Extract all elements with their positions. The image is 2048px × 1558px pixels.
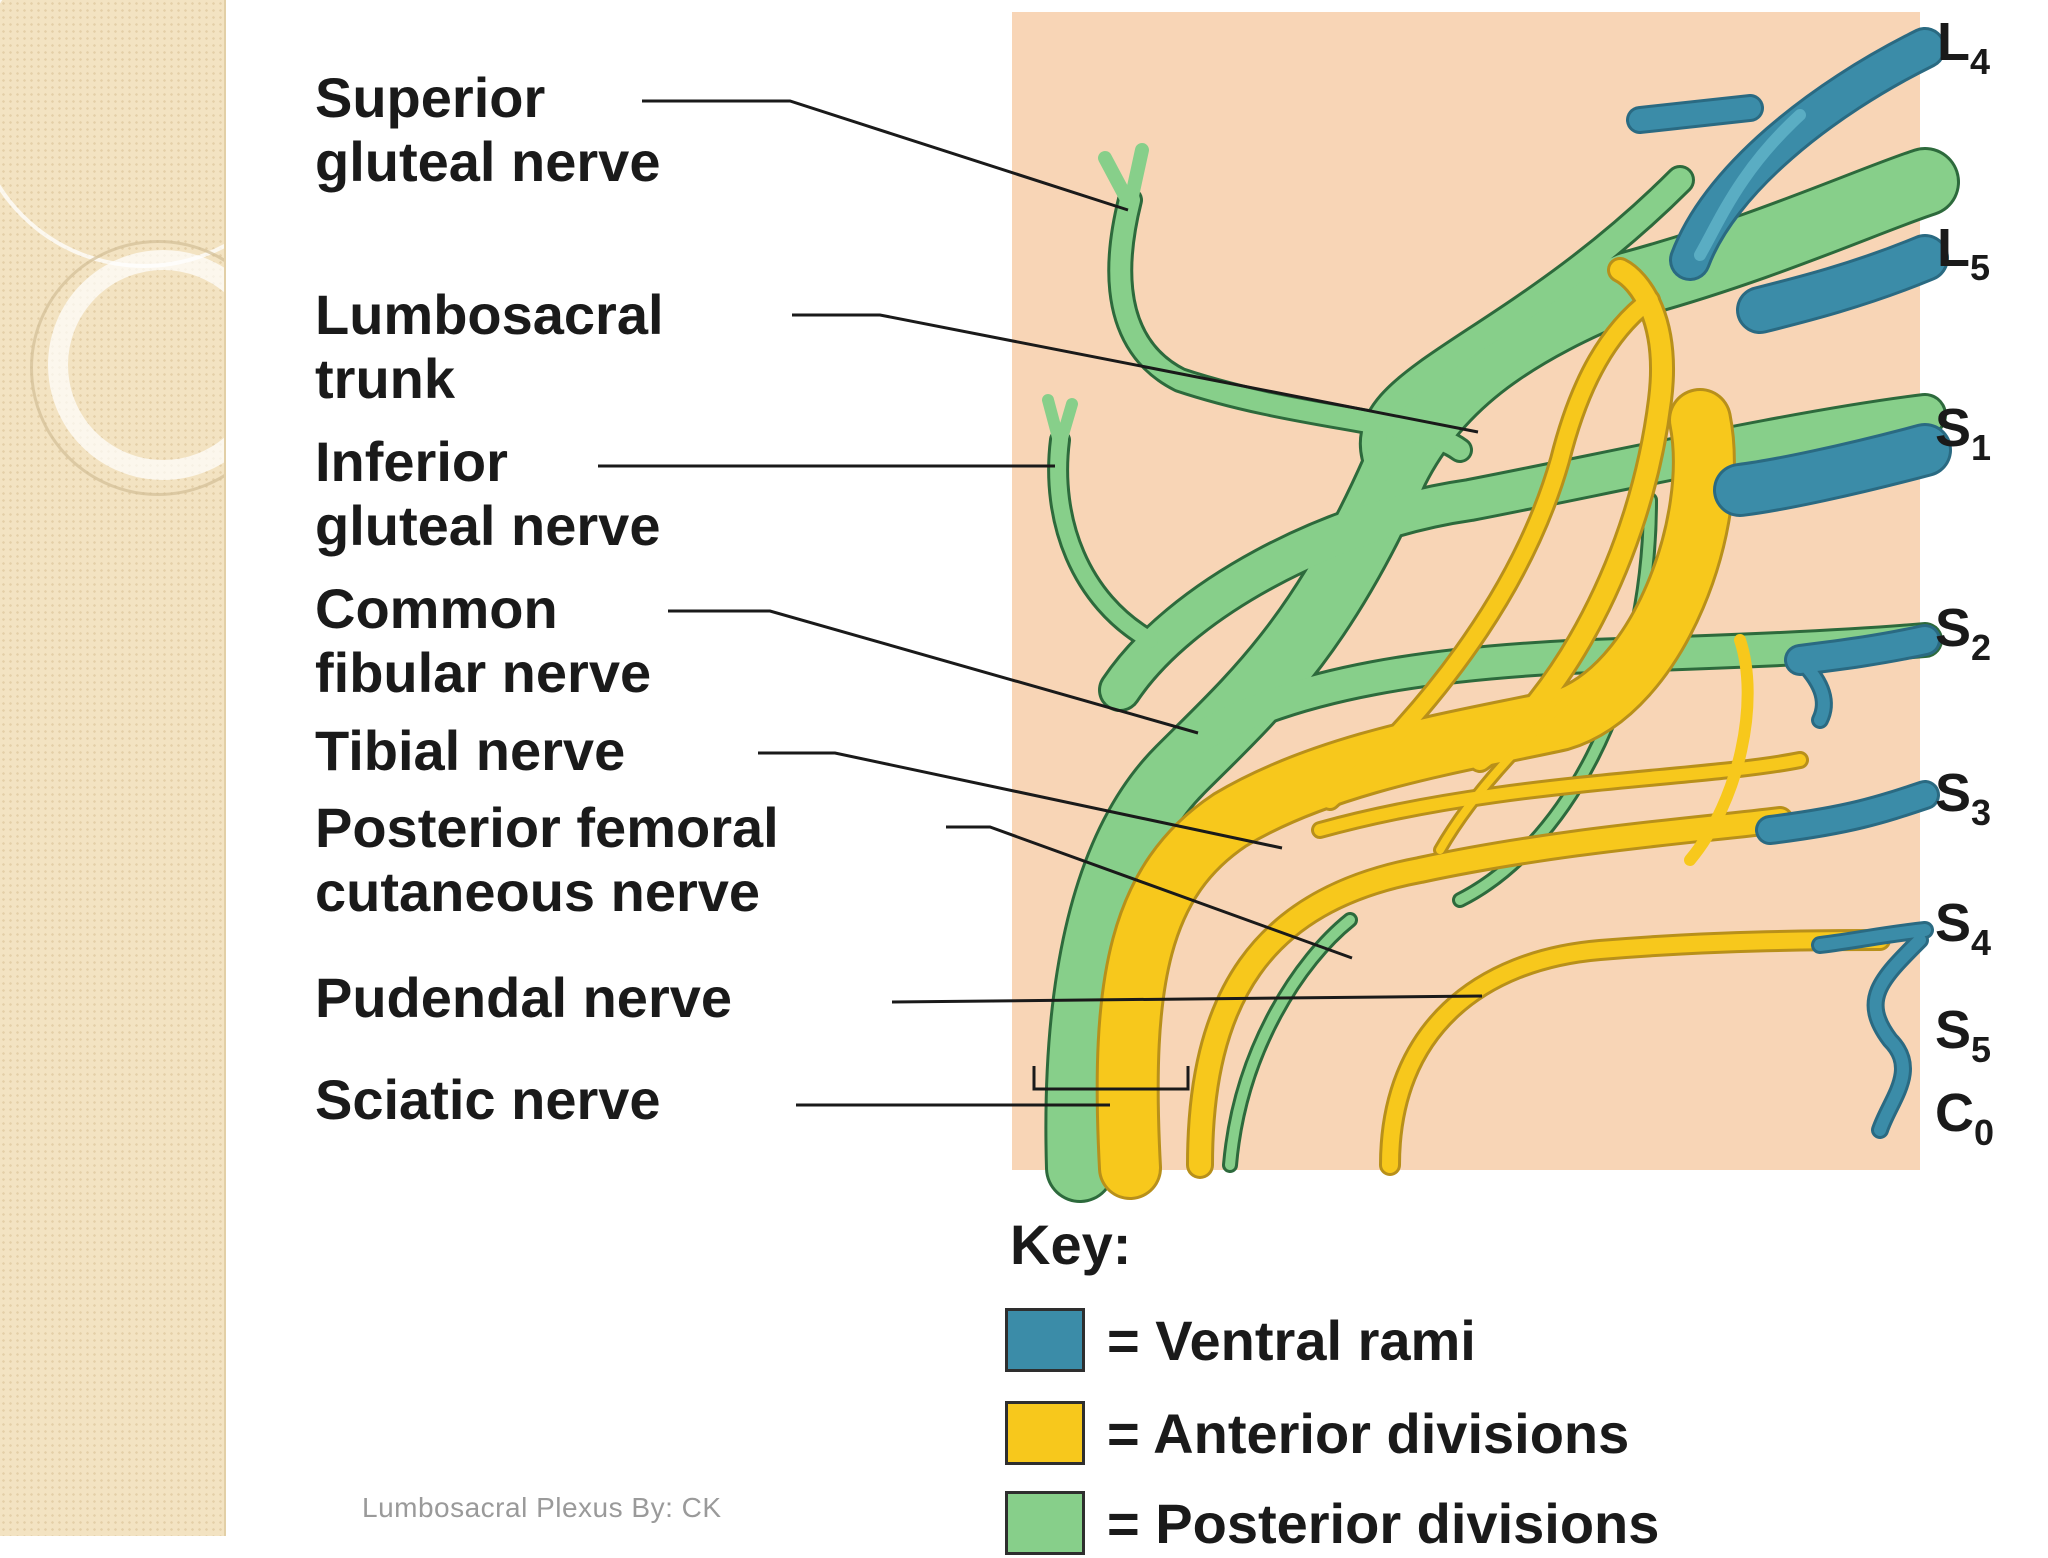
root-number: 2 — [1971, 627, 1992, 668]
credit-caption: Lumbosacral Plexus By: CK — [362, 1492, 722, 1523]
legend-title: Key: — [1010, 1213, 1132, 1276]
root-letter: L — [1937, 218, 1970, 278]
legend-swatch — [1005, 1308, 1085, 1372]
root-letter: S — [1935, 763, 1972, 823]
root-label-co: C0 — [1935, 1083, 1994, 1163]
label-common-fibular-nerve: Common fibular nerve — [315, 577, 651, 705]
root-letter: L — [1937, 12, 1970, 72]
legend-swatch — [1005, 1401, 1085, 1465]
root-label-l4: L4 — [1937, 12, 1990, 92]
anterior-divisions — [1098, 260, 1888, 1197]
leader-lines — [598, 99, 1483, 1107]
ventral-highlight — [1694, 109, 1806, 261]
root-label-l5: L5 — [1937, 218, 1990, 298]
leader-common-fibular — [668, 609, 1199, 735]
label-line: Superior — [315, 66, 546, 129]
leader-lumbosacral-trunk — [792, 313, 1479, 434]
root-number: 5 — [1970, 247, 1991, 288]
sciatic-bracket — [1032, 1066, 1190, 1091]
label-line: Posterior femoral — [315, 796, 779, 859]
root-letter: S — [1935, 893, 1972, 953]
label-line: Inferior — [315, 430, 508, 493]
root-number: 3 — [1971, 792, 1992, 833]
leader-tibial — [758, 751, 1283, 850]
leader-posterior-femoral — [946, 825, 1353, 960]
legend-label: = Posterior divisions — [1107, 1491, 1660, 1555]
label-tibial-nerve: Tibial nerve — [315, 719, 626, 782]
legend-label: = Ventral rami — [1107, 1308, 1476, 1372]
label-posterior-femoral-cutaneous-nerve: Posterior femoral cutaneous nerve — [315, 796, 779, 924]
root-letter: S — [1935, 598, 1972, 658]
root-label-s2: S2 — [1935, 598, 1991, 678]
label-line: cutaneous nerve — [315, 860, 761, 923]
label-inferior-gluteal-nerve: Inferior gluteal nerve — [315, 430, 660, 558]
legend-swatch — [1005, 1491, 1085, 1555]
root-number: 4 — [1971, 922, 1992, 963]
root-number: 1 — [1971, 427, 1992, 468]
label-sciatic-nerve: Sciatic nerve — [315, 1068, 661, 1131]
label-line: trunk — [315, 347, 455, 410]
root-number: 0 — [1974, 1112, 1995, 1153]
root-label-s3: S3 — [1935, 763, 1991, 843]
root-number: 4 — [1970, 41, 1991, 82]
root-letter: S — [1935, 398, 1972, 458]
label-line: Common — [315, 577, 558, 640]
root-label-s1: S1 — [1935, 398, 1991, 478]
leader-superior-gluteal — [642, 99, 1129, 212]
label-line: Lumbosacral — [315, 283, 664, 346]
root-label-s5: S5 — [1935, 1000, 1991, 1080]
label-pudendal-nerve: Pudendal nerve — [315, 966, 733, 1029]
root-letter: S — [1935, 1000, 1972, 1060]
legend-label: = Anterior divisions — [1107, 1401, 1630, 1465]
label-superior-gluteal-nerve: Superior gluteal nerve — [315, 66, 660, 194]
label-line: fibular nerve — [315, 641, 652, 704]
label-line: gluteal nerve — [315, 130, 661, 193]
label-line: gluteal nerve — [315, 494, 661, 557]
root-number: 5 — [1971, 1029, 1992, 1070]
leader-pudendal — [891, 994, 1483, 1004]
legend-item-anterior-divisions: = Anterior divisions — [1005, 1398, 1629, 1468]
root-label-s4: S4 — [1935, 893, 1991, 973]
root-letter: C — [1935, 1083, 1974, 1143]
legend-item-posterior-divisions: = Posterior divisions — [1005, 1488, 1659, 1558]
label-lumbosacral-trunk: Lumbosacral trunk — [315, 283, 664, 411]
legend-item-ventral-rami: = Ventral rami — [1005, 1305, 1476, 1375]
decorative-sidebar — [0, 0, 226, 1536]
